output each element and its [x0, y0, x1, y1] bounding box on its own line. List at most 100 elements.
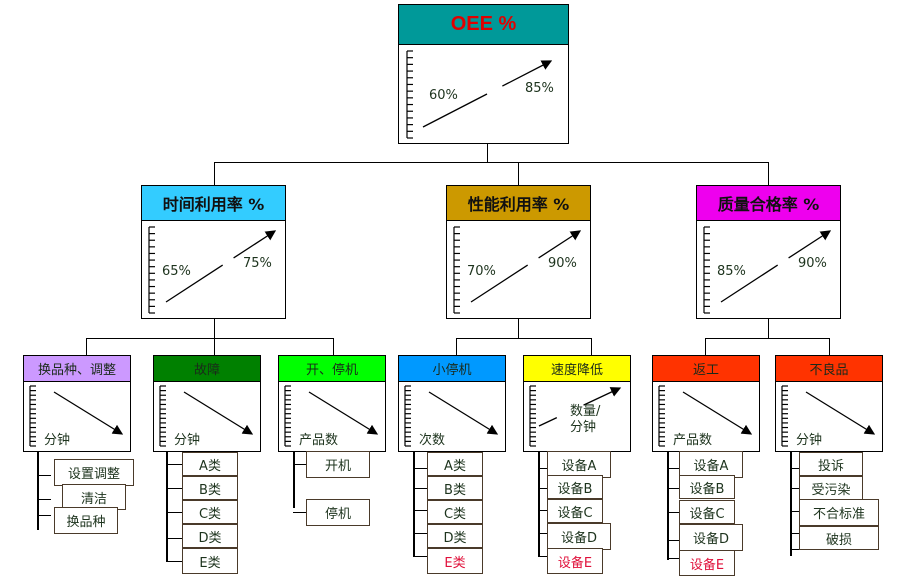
kpi-header: 质量合格率 % — [697, 186, 840, 221]
unit-label: 数量/ 分钟 — [570, 404, 601, 435]
sub-item-label: 设备A — [693, 459, 729, 474]
connector-line — [86, 338, 87, 355]
trend-arrow — [538, 387, 622, 427]
connector-line — [166, 488, 182, 489]
connector-line — [768, 319, 769, 338]
oee-box: OEE %60%85% — [398, 4, 569, 144]
to-value: 85% — [525, 81, 554, 96]
oee-header: OEE % — [399, 5, 568, 45]
kpi-box: 时间利用率 %65%75% — [141, 185, 286, 319]
connector-line — [214, 319, 215, 338]
sub-item-label: D类 — [443, 530, 467, 546]
kpi-box: 质量合格率 %85%90% — [696, 185, 841, 319]
ruler-scale — [703, 226, 710, 314]
ruler-scale — [404, 385, 411, 447]
sub-item-box: 设备D — [679, 524, 743, 551]
sub-item-label: 受污染 — [811, 482, 851, 498]
ruler-scale — [406, 50, 413, 139]
category-title: 故障 — [193, 363, 220, 378]
kpi-box: 性能利用率 %70%90% — [446, 185, 591, 319]
sub-item-label: 破损 — [825, 532, 852, 548]
connector-line — [413, 533, 427, 534]
sub-item-box: E类 — [427, 548, 483, 574]
connector-line — [790, 468, 804, 469]
category-box: 换品种、调整分钟 — [23, 355, 131, 452]
ruler-scale — [453, 226, 460, 314]
sub-item-box: 投诉 — [799, 452, 863, 476]
sub-item-box: E类 — [182, 548, 238, 574]
connector-line — [667, 488, 679, 489]
category-title: 返工 — [692, 363, 719, 378]
connector-line — [705, 338, 706, 355]
sub-item-box: 设备D — [547, 523, 611, 550]
sub-item-label: 换品种 — [66, 515, 106, 530]
trend-arrow — [805, 391, 876, 435]
connector-line — [166, 561, 182, 562]
category-box: 速度降低数量/ 分钟 — [523, 355, 631, 452]
unit-label: 次数 — [419, 433, 446, 448]
sub-item-label: B类 — [444, 482, 466, 498]
to-value: 90% — [548, 256, 577, 271]
sub-item-box: 设备B — [679, 475, 735, 499]
trend-arrow — [53, 391, 124, 435]
sub-item-box: 停机 — [306, 499, 370, 526]
connector-line — [705, 338, 830, 339]
category-header: 故障 — [154, 356, 260, 382]
ruler-scale — [529, 385, 536, 447]
connector-line — [667, 468, 679, 469]
category-box: 返工产品数 — [652, 355, 760, 452]
trend-arrow — [720, 230, 832, 303]
trend-chart — [404, 385, 499, 447]
kpi-header: 时间利用率 % — [142, 186, 285, 221]
sub-item-box: 不合标准 — [799, 499, 879, 526]
unit-label: 产品数 — [673, 433, 713, 448]
connector-line — [166, 452, 168, 562]
ruler-scale — [658, 385, 665, 447]
connector-line — [214, 338, 215, 355]
sub-item-label: 投诉 — [817, 458, 844, 474]
connector-line — [413, 488, 427, 489]
sub-item-box: 设备C — [547, 499, 603, 523]
kpi-title: 质量合格率 % — [717, 195, 820, 214]
connector-line — [166, 538, 186, 539]
sub-item-label: 设备B — [689, 481, 725, 497]
connector-line — [293, 464, 307, 465]
sub-item-label: B类 — [199, 482, 221, 498]
from-value: 85% — [717, 264, 746, 279]
category-box: 不良品分钟 — [775, 355, 883, 452]
unit-label: 产品数 — [299, 433, 339, 448]
unit-label: 分钟 — [796, 433, 823, 448]
sub-item-box: 设备E — [547, 548, 603, 574]
sub-item-box: D类 — [427, 524, 483, 548]
connector-line — [214, 162, 215, 185]
sub-item-label: 设备C — [557, 505, 593, 521]
connector-line — [518, 162, 519, 185]
sub-item-box: 设备B — [547, 475, 603, 499]
trend-arrow — [682, 391, 753, 435]
connector-line — [667, 452, 669, 560]
connector-line — [37, 475, 51, 476]
ruler-scale — [159, 385, 166, 447]
trend-chart — [703, 226, 832, 314]
category-title: 速度降低 — [550, 363, 603, 378]
trend-arrow — [183, 391, 254, 435]
trend-arrow — [470, 230, 582, 303]
oee-title: OEE % — [450, 13, 517, 35]
category-header: 开、停机 — [279, 356, 385, 382]
trend-arrow — [428, 391, 499, 435]
kpi-header: 性能利用率 % — [447, 186, 590, 221]
sub-item-label: 设备B — [557, 481, 593, 497]
sub-item-box: B类 — [182, 476, 238, 500]
sub-item-box: 受污染 — [799, 476, 863, 500]
sub-item-box: 设备C — [679, 500, 735, 524]
sub-item-label: E类 — [444, 555, 466, 571]
category-header: 返工 — [653, 356, 759, 382]
connector-line — [591, 338, 592, 355]
connector-line — [487, 144, 488, 162]
connector-line — [413, 468, 427, 469]
sub-item-label: 不合标准 — [812, 507, 865, 522]
sub-item-label: 开机 — [324, 459, 351, 474]
connector-line — [166, 464, 182, 465]
trend-chart — [284, 385, 379, 447]
